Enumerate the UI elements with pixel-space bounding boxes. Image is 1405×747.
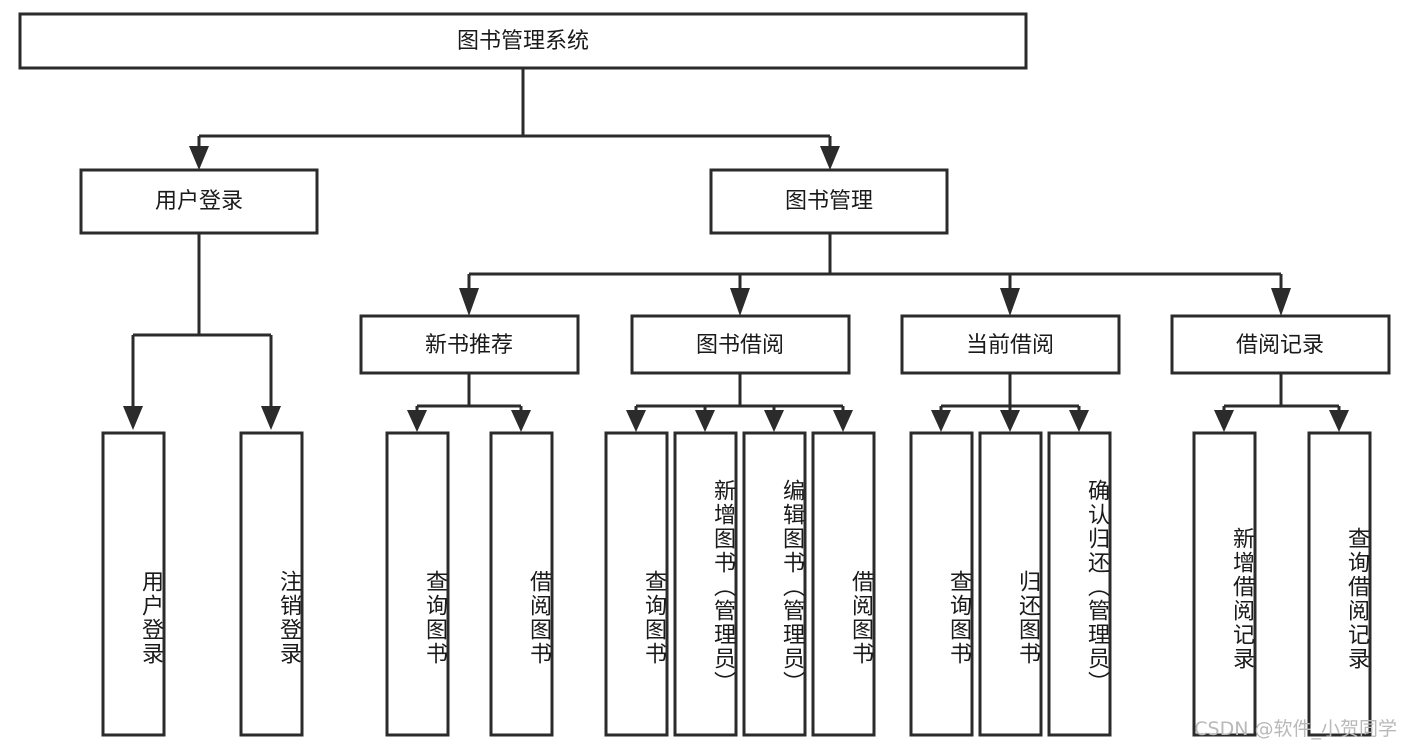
node-book-management-label: 图书管理 [785,189,873,214]
node-root-label: 图书管理系统 [457,29,589,54]
arrowhead-leaf-edit-book [764,410,784,432]
node-root[interactable]: 图书管理系统 [18,12,1028,70]
node-borrow-record[interactable]: 借阅记录 [1170,314,1391,375]
node-leaf-borrow-book-1-box[interactable] [489,431,554,737]
arrowhead-leaf-borrow-book-2 [833,410,853,432]
node-leaf-confirm-return-box[interactable] [1047,431,1112,737]
node-user-login[interactable]: 用户登录 [79,168,319,235]
node-leaf-return-book-box[interactable] [978,431,1043,737]
arrowhead-leaf-query-book-2 [626,410,646,432]
arrowhead-borrow-record [1271,288,1291,316]
node-leaf-query-record-box[interactable] [1307,431,1372,737]
arrowhead-leaf-user-login [123,406,143,430]
node-leaf-edit-book-box[interactable] [742,431,807,737]
arrowhead-leaf-query-record [1329,410,1349,432]
node-book-management[interactable]: 图书管理 [709,168,949,235]
arrowhead-leaf-query-book-1 [407,410,427,432]
arrowhead-leaf-logout-login [261,406,281,430]
node-new-book-recommend-box[interactable] [359,314,580,375]
node-leaf-borrow-book-2-box[interactable] [811,431,876,737]
node-user-login-box[interactable] [79,168,319,235]
arrowhead-book-management [820,146,840,170]
node-borrow-record-label: 借阅记录 [1236,333,1324,358]
arrowhead-leaf-return-book [1000,410,1020,432]
node-current-borrow-label: 当前借阅 [966,333,1054,358]
arrowhead-leaf-add-record [1214,410,1234,432]
node-leaf-add-record-box[interactable] [1192,431,1257,737]
node-leaf-logout-login-box[interactable] [239,431,304,737]
node-new-book-recommend[interactable]: 新书推荐 [359,314,580,375]
node-leaf-query-book-1-box[interactable] [385,431,450,737]
arrowhead-leaf-add-book [695,410,715,432]
node-leaf-query-book-3-box[interactable] [909,431,974,737]
node-book-borrow-label: 图书借阅 [696,333,784,358]
node-root-box[interactable] [18,12,1028,70]
node-book-borrow-box[interactable] [630,314,851,375]
node-borrow-record-box[interactable] [1170,314,1391,375]
arrowhead-book-borrow [730,288,750,316]
node-book-management-box[interactable] [709,168,949,235]
node-leaf-query-book-2-box[interactable] [604,431,669,737]
arrowhead-leaf-confirm-return [1069,410,1089,432]
node-leaf-add-book-box[interactable] [673,431,738,737]
node-current-borrow-box[interactable] [900,314,1121,375]
node-user-login-label: 用户登录 [155,189,243,214]
node-leaf-user-login-box[interactable] [101,431,166,737]
arrowhead-current-borrow [1000,288,1020,316]
node-new-book-recommend-label: 新书推荐 [425,333,513,358]
node-book-borrow[interactable]: 图书借阅 [630,314,851,375]
arrowhead-new-book-recommend [459,288,479,316]
arrowhead-leaf-query-book-3 [931,410,951,432]
node-current-borrow[interactable]: 当前借阅 [900,314,1121,375]
arrowhead-leaf-borrow-book-1 [511,410,531,432]
connector-layer [123,68,1349,432]
arrowhead-user-login [189,146,209,170]
